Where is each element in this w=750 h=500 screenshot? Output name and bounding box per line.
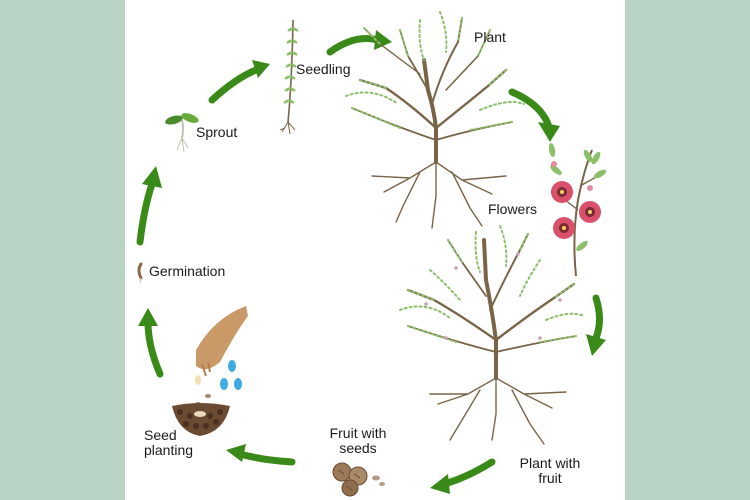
label-plant: Plant bbox=[474, 29, 506, 45]
fruit-with-seeds-illustration bbox=[332, 462, 385, 497]
label-flowers: Flowers bbox=[488, 201, 538, 217]
label-sprout: Sprout bbox=[196, 124, 238, 140]
plant-with-fruit-illustration bbox=[399, 225, 585, 445]
flowers-illustration bbox=[548, 143, 607, 277]
arrow-germination-to-sprout bbox=[136, 166, 162, 246]
flower-blossom bbox=[551, 181, 573, 203]
flower-blossom bbox=[553, 217, 575, 239]
seedling-illustration bbox=[279, 19, 300, 135]
cycle-arrows bbox=[136, 30, 606, 494]
germination-illustration bbox=[137, 262, 143, 284]
label-fruit-with-seeds: Fruit with seeds bbox=[329, 425, 387, 456]
seed-planting-illustration bbox=[172, 306, 248, 436]
label-plant-with-fruit: Plant with fruit bbox=[519, 455, 581, 486]
label-seedling: Seedling bbox=[296, 61, 351, 77]
label-germination: Germination bbox=[149, 263, 226, 279]
flower-blossom bbox=[579, 201, 601, 223]
arrow-fruitseeds-to-planting bbox=[226, 444, 296, 466]
arrow-seedling-to-plant bbox=[326, 30, 392, 56]
arrow-flowers-to-fruit bbox=[586, 294, 606, 356]
label-seed-planting: Seed planting bbox=[144, 427, 194, 458]
sprout-illustration bbox=[165, 113, 199, 153]
arrow-planting-to-germination bbox=[138, 308, 164, 378]
arrow-sprout-to-seedling bbox=[208, 60, 270, 104]
arrow-plant-to-flowers bbox=[508, 88, 560, 142]
plant-illustration bbox=[345, 11, 525, 229]
arrow-fruit-to-fruitseeds bbox=[430, 458, 496, 494]
